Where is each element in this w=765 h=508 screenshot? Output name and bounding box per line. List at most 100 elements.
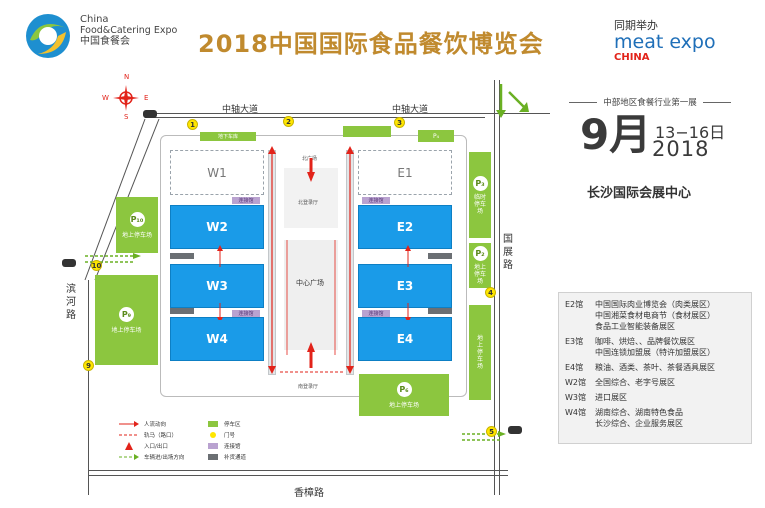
hall-flow-arrows — [217, 245, 411, 320]
central-plaza-label: 中心广场 — [296, 279, 324, 287]
road-east — [494, 80, 495, 495]
event-year: 2018 — [652, 137, 710, 161]
hall-e4: E4 — [358, 317, 452, 361]
page-title: 2018中国国际食品餐饮博览会 — [198, 30, 544, 58]
hall-e1: E1 — [358, 150, 452, 195]
site-boundary — [160, 135, 467, 397]
logo — [22, 10, 74, 62]
gate-2: 2 — [283, 116, 294, 127]
hall-w2: W2 — [170, 205, 264, 249]
red-dashed-icon — [119, 434, 139, 435]
car-icon — [62, 259, 76, 267]
connector-w: 连接馆 — [232, 197, 260, 204]
logo-swirl-icon — [26, 14, 70, 58]
red-arrow-icon — [119, 420, 139, 427]
green-dashed-icon — [119, 453, 139, 460]
gate-10: 10 — [91, 260, 102, 271]
parking-east-bottom: 地上停车场 — [469, 305, 491, 400]
parking-east-top-label: 临时停车场 — [473, 193, 486, 215]
hall-desc-e4: E4馆 粮油、酒类、茶叶、茶餐酒具展区 — [565, 363, 715, 372]
partner-top: 同期举办 — [614, 19, 658, 32]
road-west — [88, 280, 89, 495]
hall-desc-w4: W4馆 湖南综合、湖南特色食品 长沙综合、企业服务展区 — [565, 408, 683, 428]
gate-3: 3 — [394, 117, 405, 128]
car-icon — [143, 110, 157, 118]
vehicle-arrows-se — [462, 431, 506, 441]
purple-box-icon — [208, 442, 218, 449]
partner-logo: meat expo — [614, 31, 716, 53]
underground-parking: 地下车库 — [200, 132, 256, 141]
compass: N S W E — [102, 73, 148, 121]
legend-item: 轨马（路口） — [118, 429, 184, 440]
hall-e3: E3 — [358, 264, 452, 308]
yellow-dot-icon — [210, 431, 216, 438]
parking-west-top: P₁₀ 地上停车场 — [116, 197, 158, 253]
flow-arrows — [268, 146, 354, 374]
hall-description-panel: E2馆 中国国际肉业博览会（肉类展区） 中国湘菜食材电商节（食材展区） 食品工业… — [558, 292, 752, 444]
road-east-outer — [499, 80, 500, 495]
tagline-text: 中部地区食餐行业第一展 — [603, 98, 697, 108]
parking-east-bottom-label: 地上停车场 — [476, 335, 483, 370]
connector-w2: 连接馆 — [232, 310, 260, 317]
hall-w4: W4 — [170, 317, 264, 361]
legend-item: 停车区 — [208, 418, 246, 429]
road-south-inner — [88, 475, 508, 476]
parking-east-mid-label: 地上停车场 — [473, 264, 486, 285]
partner-sub: CHINA — [614, 52, 650, 63]
red-up-arrow-icon — [125, 441, 133, 450]
compass-w: W — [102, 94, 109, 102]
supply-lane — [170, 253, 194, 259]
parking-south: P₆ 地上停车场 — [359, 374, 449, 416]
road-label-east: 国展路 — [503, 234, 513, 271]
logo-text-china: China — [80, 14, 109, 25]
road-label-north-right: 中轴大道 — [392, 105, 429, 115]
parking-east-top: P₃ 临时停车场 — [469, 152, 491, 238]
parking-icon: P₆ — [396, 381, 412, 397]
compass-icon — [113, 85, 139, 111]
green-box-icon — [208, 420, 218, 427]
hall-desc-w2: W2馆 全国综合、老字号展区 — [565, 378, 675, 387]
event-tagline: 中部地区食餐行业第一展 — [560, 96, 740, 108]
parking-west-bottom: P₉ 地上停车场 — [95, 275, 158, 365]
legend-item: 入口/出口 — [118, 440, 184, 451]
parking-south-label: 地上停车场 — [388, 401, 419, 409]
gate-9: 9 — [83, 360, 94, 371]
road-label-west: 滨河路 — [66, 284, 76, 321]
parking-west-top-label: 地上停车场 — [121, 231, 152, 239]
compass-s: S — [124, 113, 129, 121]
hall-w3: W3 — [170, 264, 264, 308]
legend-item: 补货通道 — [208, 451, 246, 462]
logo-text-cn: 中国食餐会 — [80, 36, 130, 47]
parking-icon: P₂ — [472, 246, 488, 261]
hall-desc-e3: E3馆 咖啡、烘焙、、品牌餐饮展区 中国连锁加盟展（特许加盟展区） — [565, 337, 715, 357]
parking-west-bottom-label: 地上停车场 — [111, 326, 142, 334]
supply-lane — [428, 308, 452, 314]
car-icon — [508, 426, 522, 434]
connector-e2: 连接馆 — [362, 310, 390, 317]
legend-item: 人流动向 — [118, 418, 184, 429]
road-north — [145, 113, 550, 114]
road-label-north-left: 中轴大道 — [222, 105, 259, 115]
event-venue: 长沙国际会展中心 — [587, 186, 692, 201]
compass-e: E — [144, 94, 149, 102]
parking-icon: P₃ — [472, 175, 488, 191]
logo-text-expo: Food&Catering Expo — [80, 25, 178, 36]
connector-e: 连接馆 — [362, 197, 390, 204]
legend-item: 连接馆 — [208, 440, 246, 451]
legend-item: 车辆进/出场方向 — [118, 451, 184, 462]
parking-east-mid: P₂ 地上停车场 — [469, 243, 491, 288]
gate-1: 1 — [187, 119, 198, 130]
north-hall-label: 北登录厅 — [298, 200, 319, 206]
legend-item: 门号 — [208, 429, 246, 440]
compass-n: N — [124, 73, 130, 81]
supply-lane — [170, 308, 194, 314]
road-south — [88, 470, 508, 471]
gray-box-icon — [208, 453, 218, 460]
hall-w1: W1 — [170, 150, 264, 195]
south-hall-label: 南登录厅 — [298, 384, 319, 390]
event-days: 13−16日 — [655, 123, 726, 142]
vehicle-arrows-ne — [496, 84, 529, 118]
road-north-inner — [145, 117, 485, 118]
parking-icon: P₁₀ — [129, 211, 145, 227]
parking-north-p1 — [343, 126, 391, 137]
